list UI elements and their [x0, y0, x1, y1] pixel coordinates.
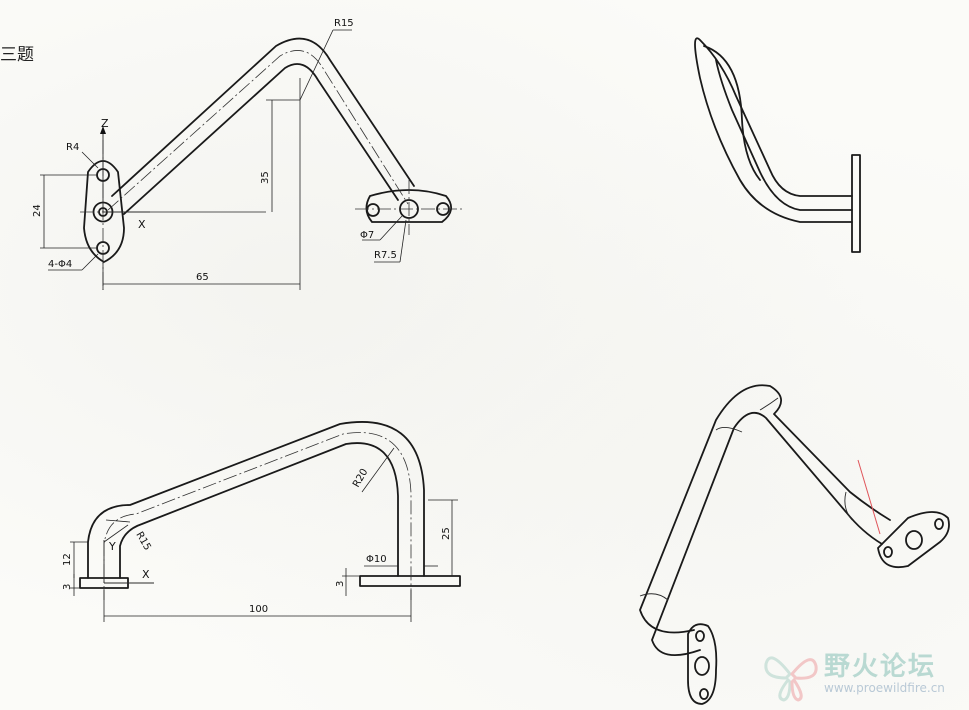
dim-12: 12 [62, 553, 73, 566]
phi7-leader [379, 215, 403, 241]
side-pipe-inner [715, 59, 853, 211]
right-base-plate [359, 575, 461, 587]
dim-65: 65 [196, 272, 209, 283]
iso-pipe-outer [639, 384, 891, 634]
r20-leader [361, 447, 395, 493]
top-view: Z X R4 24 4-Φ4 65 35 R15 Φ7 [32, 18, 462, 290]
z-axis-label: Z [101, 117, 109, 130]
left-flange-outline [83, 160, 125, 263]
pipe-centerline [107, 50, 409, 211]
front-view: Y X 12 3 R15 R20 Φ10 25 3 100 [62, 421, 461, 622]
r15-leader [299, 29, 334, 101]
iso-flange-bottom-bore [694, 656, 710, 676]
front-pipe-centerline [103, 432, 412, 600]
iso-joint-lower [639, 593, 669, 601]
exercise-title: 三题 [0, 45, 34, 65]
iso-joint-mid [844, 491, 853, 521]
x-axis-label: X [138, 218, 146, 231]
dim-35: 35 [260, 171, 271, 184]
dim-r4: R4 [66, 142, 79, 153]
iso-flange-right-hole-2 [934, 518, 944, 530]
iso-joint-upper [715, 427, 743, 433]
butterfly-logo-icon [764, 656, 818, 702]
iso-pipe-inner [651, 411, 883, 657]
y-axis-label: Y [108, 540, 116, 553]
dim-3-left: 3 [62, 584, 73, 590]
dim-phi10: Φ10 [366, 554, 387, 565]
side-pipe-outer [694, 37, 853, 223]
front-pipe-inner [119, 442, 399, 579]
pipe-outer-edge [111, 37, 415, 197]
front-pipe-outer [87, 421, 425, 579]
r75-leader [399, 219, 407, 263]
iso-flange-bottom-hole-1 [695, 630, 705, 642]
dim-phi7: Φ7 [360, 230, 374, 241]
watermark-url: www.proewildfire.cn [824, 681, 945, 695]
side-flange [851, 154, 861, 253]
red-marker-line [857, 459, 881, 535]
front-x-axis-label: X [142, 568, 150, 581]
right-flange-hole-left [366, 203, 380, 217]
iso-flange-right-bore [905, 530, 923, 550]
holes-leader [81, 253, 99, 271]
iso-flange-right [877, 511, 950, 569]
side-pipe-curve [703, 45, 761, 181]
watermark-name: 野火论坛 [824, 652, 937, 682]
iso-joint-top [759, 397, 779, 411]
front-r15-leader [105, 519, 131, 523]
dim-24: 24 [32, 204, 43, 217]
r4-leader [81, 151, 99, 169]
dim-r15-top: R15 [334, 18, 354, 29]
dim-r20: R20 [351, 467, 370, 490]
pipe-inner-edge [123, 63, 399, 215]
dim-100: 100 [249, 604, 268, 615]
side-view [694, 37, 861, 253]
dim-3-right: 3 [335, 581, 346, 587]
dim-25: 25 [441, 527, 452, 540]
isometric-view [639, 384, 950, 705]
z-axis-arrow [100, 126, 106, 134]
forum-watermark: 野火论坛 www.proewildfire.cn [756, 640, 966, 706]
dim-holes: 4-Φ4 [48, 259, 72, 270]
dim-r75: R7.5 [374, 250, 397, 261]
front-pipe-hidden [103, 524, 129, 543]
iso-flange-bottom-hole-2 [699, 688, 709, 700]
iso-flange-bottom [687, 623, 718, 705]
dim-r15-front: R15 [133, 530, 152, 553]
iso-flange-right-hole-1 [883, 546, 893, 558]
